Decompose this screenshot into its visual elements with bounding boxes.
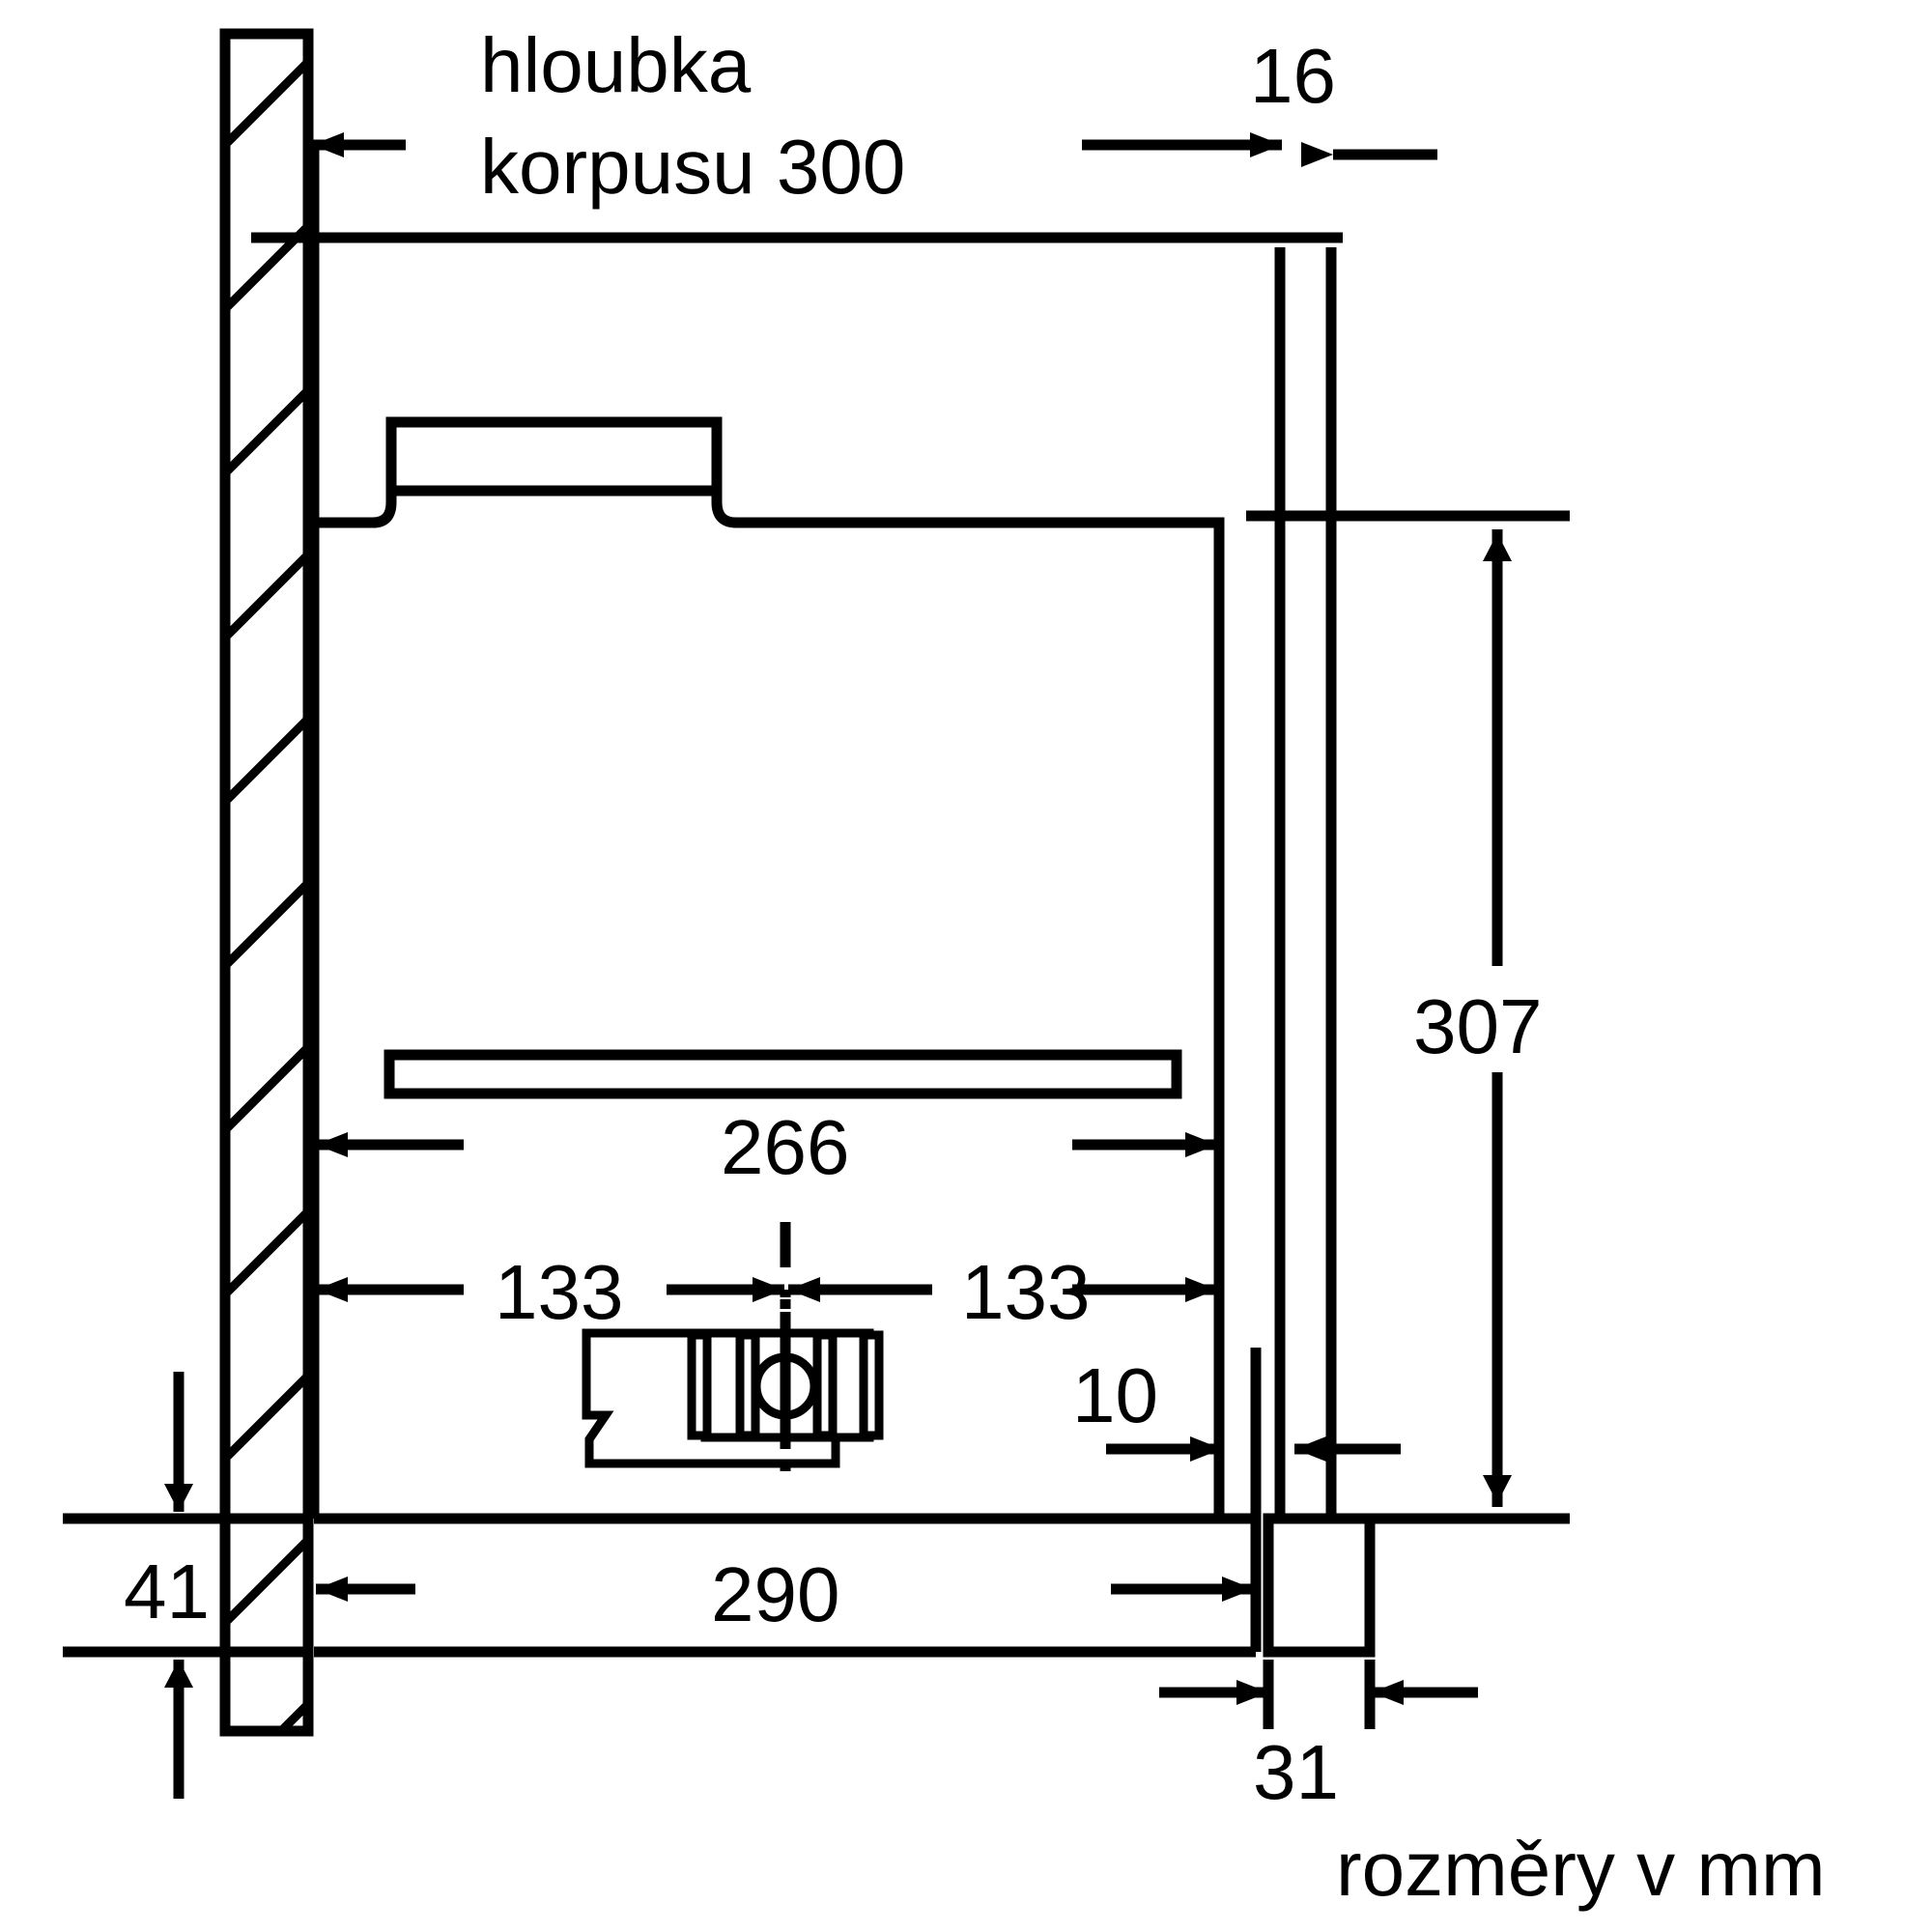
dimension-31: 31 (1159, 1660, 1478, 1815)
units-note: rozměry v mm (1336, 1826, 1826, 1912)
dim-label-31: 31 (1253, 1729, 1339, 1815)
dimension-133-left: 133 (316, 1249, 784, 1335)
cable-gland-detail (582, 1328, 884, 1468)
dim-label-korpusu-300: korpusu 300 (480, 124, 905, 210)
dimension-307: 307 (1246, 510, 1589, 1524)
dim-label-10: 10 (1072, 1352, 1158, 1438)
dim-label-133-left: 133 (495, 1249, 623, 1335)
dimension-266: 266 (316, 1104, 1217, 1190)
dim-label-hloubka: hloubka (480, 22, 752, 108)
dimension-133-right: 133 (788, 1249, 1217, 1335)
end-block-31 (1263, 1513, 1376, 1658)
bottom-bar (314, 1519, 1262, 1658)
dim-label-266: 266 (721, 1104, 849, 1190)
dim-label-41: 41 (124, 1548, 210, 1634)
dimension-41: 41 (63, 1372, 309, 1799)
hood-body-outline (308, 145, 1225, 1519)
dimension-290: 290 (316, 1551, 1254, 1637)
grease-filter-slot (384, 1049, 1182, 1099)
wall-hatching (225, 55, 308, 1731)
dimension-16: 16 (1250, 33, 1437, 167)
dim-label-307: 307 (1413, 983, 1542, 1069)
dimension-cabinet-depth-300: hloubka korpusu 300 (312, 22, 1282, 210)
dim-label-16: 16 (1250, 33, 1336, 119)
front-panel-lines (1274, 247, 1337, 1519)
dimension-10: 10 (1072, 1343, 1401, 1519)
dim-label-290: 290 (711, 1551, 839, 1637)
wall-section (219, 28, 314, 1737)
dim-label-133-right: 133 (961, 1249, 1090, 1335)
